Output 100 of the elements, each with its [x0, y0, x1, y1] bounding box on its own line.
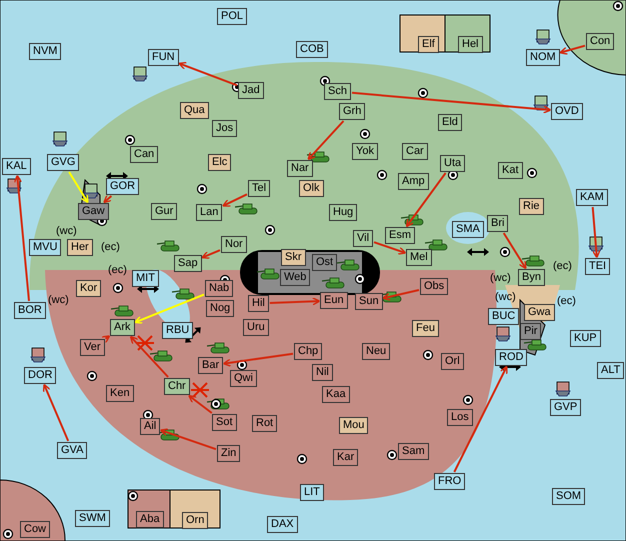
- territory-label: Ost: [312, 254, 338, 271]
- territory-label: Nil: [312, 364, 333, 381]
- sea-region-label: GVA: [57, 442, 88, 459]
- territory-label: Hil: [248, 295, 269, 312]
- territory-label: Neu: [362, 343, 390, 360]
- territory-label: Bri: [487, 215, 508, 232]
- territory-label: Kat: [498, 162, 523, 179]
- territory-label: Chp: [294, 343, 322, 360]
- sea-region-label: DAX: [267, 516, 298, 533]
- territory-label: Mou: [339, 417, 368, 434]
- territory-label: Uru: [243, 319, 269, 336]
- territory-label: Nor: [221, 236, 247, 253]
- move-arrow: [222, 352, 294, 367]
- territory-label: Orn: [182, 512, 208, 529]
- move-arrow: [592, 206, 600, 258]
- territory-label: Yok: [352, 143, 378, 160]
- sea-region-label: DOR: [24, 367, 56, 384]
- territory-label: Ver: [80, 339, 105, 356]
- territory-label: Kor: [76, 280, 102, 297]
- territory-label: Sot: [212, 414, 237, 431]
- sea-region-label: SOM: [552, 488, 586, 505]
- move-arrow: [68, 171, 89, 204]
- territory-label: Ken: [106, 385, 134, 402]
- sea-region-label: FRO: [434, 473, 466, 490]
- territory-label: Esm: [385, 227, 415, 244]
- territory-label: Cow: [20, 521, 50, 538]
- territory-label: Skr: [281, 249, 306, 266]
- coast-label: (ec): [557, 295, 576, 307]
- territory-label: Rie: [519, 198, 544, 215]
- sea-region-label: GVG: [47, 154, 80, 171]
- territory-label: Her: [67, 239, 93, 256]
- sea-region-label: NVM: [29, 43, 62, 60]
- territory-label: Sap: [174, 255, 202, 272]
- territory-label: Kar: [333, 449, 358, 466]
- territory-label: Tel: [248, 180, 270, 197]
- territory-label: Mel: [406, 249, 432, 266]
- territory-label: Zin: [217, 445, 240, 462]
- sea-region-label: SMA: [452, 221, 484, 238]
- coast-label: (ec): [553, 260, 572, 272]
- move-arrow: [352, 92, 552, 114]
- territory-label: Car: [402, 143, 428, 160]
- sea-region-label: NOM: [526, 49, 560, 66]
- sea-region-label: BUC: [488, 308, 520, 325]
- territory-label: Nar: [287, 160, 313, 177]
- territory-label: Jad: [238, 82, 264, 99]
- move-arrow: [382, 289, 420, 301]
- sea-region-label: MIT: [132, 270, 159, 287]
- sea-region-label: KUP: [570, 330, 601, 347]
- territory-label: Byn: [518, 269, 545, 286]
- sea-region-label: GVP: [550, 399, 582, 416]
- territory-label: Con: [586, 33, 614, 50]
- territory-label: Lan: [196, 204, 222, 221]
- sea-region-label: COB: [296, 41, 328, 58]
- territory-label: Ark: [110, 319, 134, 336]
- coast-label: (wc): [495, 291, 516, 303]
- territory-label: Sch: [324, 83, 351, 100]
- coast-label: (wc): [48, 294, 69, 306]
- sea-region-label: GOR: [106, 178, 140, 195]
- territory-label: Vil: [353, 230, 374, 247]
- move-arrow: [374, 241, 406, 255]
- territory-label: Nab: [205, 280, 234, 297]
- territory-label: Los: [447, 409, 473, 426]
- move-arrow: [101, 335, 110, 344]
- sea-region-label: BOR: [14, 302, 46, 319]
- territory-label: Qua: [180, 102, 209, 119]
- territory-label: Olk: [299, 180, 324, 197]
- move-arrow: [201, 249, 220, 259]
- sea-region-label: POL: [217, 8, 248, 25]
- move-arrow: [222, 193, 248, 207]
- territory-label: Obs: [420, 278, 448, 295]
- territory-label: Gaw: [78, 203, 109, 220]
- territory-label: Pir: [520, 323, 542, 340]
- territory-label: Ail: [140, 418, 160, 435]
- sea-region-label: ALT: [597, 362, 624, 379]
- territory-label: Web: [280, 269, 310, 286]
- sea-region-label: FUN: [148, 49, 179, 66]
- move-arrow: [14, 174, 30, 302]
- territory-label: Eun: [320, 292, 348, 309]
- move-arrow: [130, 336, 169, 378]
- move-arrow: [134, 294, 204, 324]
- coast-label: (ec): [101, 241, 120, 253]
- territory-label: Aba: [136, 511, 164, 528]
- territory-label: Rot: [252, 415, 278, 432]
- sea-region-label: KAL: [2, 158, 31, 175]
- territory-label: Eld: [438, 114, 462, 131]
- sea-region-label: KAM: [576, 189, 608, 206]
- sea-region-label: RBU: [162, 322, 194, 339]
- sea-region-label: MVU: [29, 239, 62, 256]
- territory-label: Orl: [441, 353, 464, 370]
- territory-label: Gwa: [524, 304, 555, 321]
- coast-label: (wc): [490, 272, 511, 284]
- territory-label: Gur: [151, 203, 178, 220]
- territory-label: Elc: [208, 154, 232, 171]
- move-arrow: [502, 232, 527, 270]
- territory-label: Feu: [412, 320, 439, 337]
- sea-region-label: SWM: [75, 510, 110, 527]
- move-arrow: [559, 44, 586, 55]
- move-arrow: [270, 297, 320, 306]
- territory-label: Sun: [355, 293, 383, 310]
- move-arrow: [178, 62, 238, 86]
